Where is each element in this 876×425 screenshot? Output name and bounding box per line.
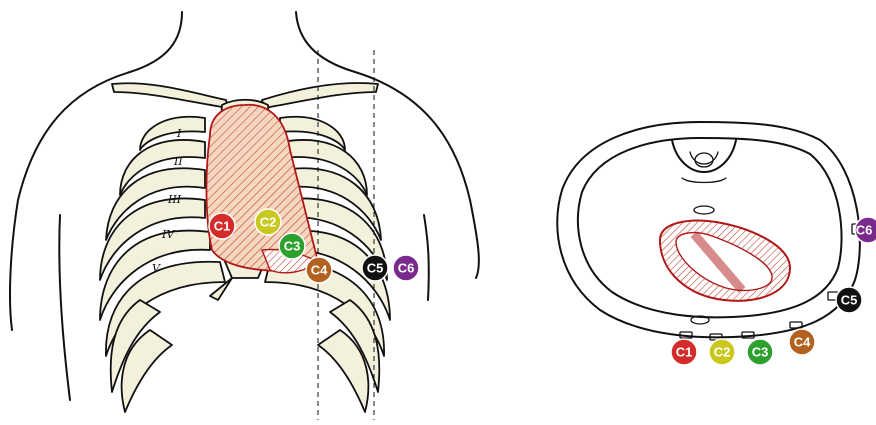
right-clavicle: [262, 83, 378, 108]
chest-electrode-c6: C6: [393, 255, 419, 281]
chest-electrode-c5: C5: [362, 255, 388, 281]
electrode-c4-label: C4: [311, 263, 328, 278]
chest-electrode-c4: C4: [306, 257, 332, 283]
section-electrode-c3: C3: [747, 339, 773, 365]
electrode-c5-label: C5: [367, 261, 384, 276]
spinal-cord: [695, 153, 713, 167]
section-electrode-c5-label: C5: [841, 293, 858, 308]
chest-view: I II III IV V C1 C2 C3 C4: [10, 12, 479, 420]
electrode-c2-label: C2: [260, 215, 277, 230]
section-electrode-c4-label: C4: [794, 335, 811, 350]
electrode-c3-label: C3: [284, 239, 301, 254]
rib-label-4: IV: [161, 228, 175, 241]
right-arm-line: [424, 215, 429, 300]
rib-label-1: I: [176, 127, 182, 140]
section-electrode-c5: C5: [836, 287, 862, 313]
chest-electrode-c2: C2: [255, 209, 281, 235]
electrode-c6-label: C6: [398, 261, 415, 276]
left-clavicle: [112, 83, 228, 108]
section-electrode-c6: C6: [855, 217, 876, 243]
section-electrode-c4: C4: [789, 329, 815, 355]
section-electrode-c1-label: C1: [676, 345, 693, 360]
section-electrode-c6-label: C6: [856, 223, 873, 238]
left-arm-line: [59, 215, 70, 400]
rib-label-2: II: [173, 155, 183, 168]
chest-electrode-c1: C1: [209, 213, 235, 239]
section-electrode-c2-label: C2: [714, 345, 731, 360]
aorta: [694, 206, 714, 214]
chest-electrode-c3: C3: [279, 233, 305, 259]
rib-label-3: III: [167, 193, 182, 206]
cross-section-view: C1 C2 C3 C4 C5 C6: [557, 122, 876, 365]
section-electrode-c1: C1: [671, 339, 697, 365]
rib-label-5: V: [152, 262, 161, 275]
section-electrode-c2: C2: [709, 339, 735, 365]
left-ribs: [100, 117, 225, 412]
electrode-c1-label: C1: [214, 219, 231, 234]
section-electrode-c3-label: C3: [752, 345, 769, 360]
